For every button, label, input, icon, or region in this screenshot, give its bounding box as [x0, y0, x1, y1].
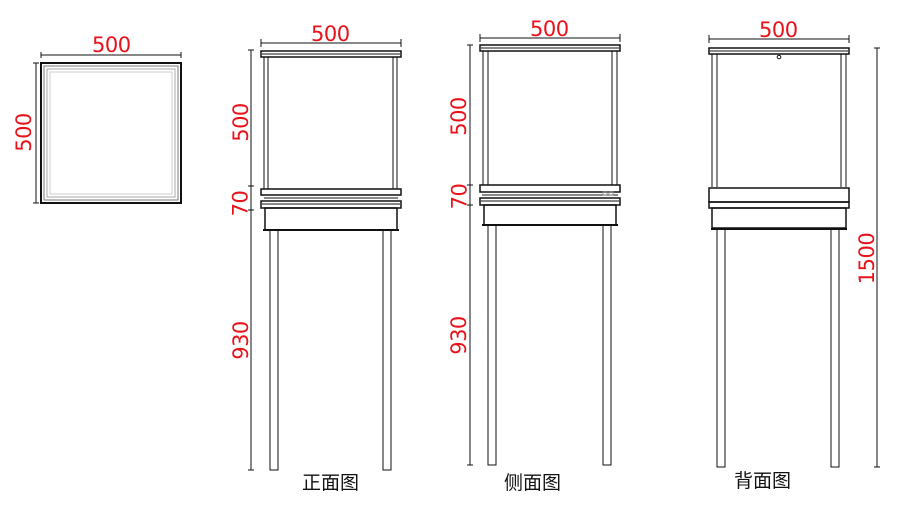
- front-view-drawing: [248, 39, 402, 471]
- side-view-caption: 侧面图: [504, 472, 562, 494]
- front-view-leg-height-dimension: 930: [228, 321, 253, 360]
- top-view-depth-dimension: 500: [11, 113, 36, 152]
- top-view-width-dimension: 500: [92, 33, 131, 57]
- lock-detail: [602, 191, 614, 196]
- back-view-width-dimension: 500: [759, 18, 798, 42]
- front-view-width-dimension: 500: [311, 22, 350, 46]
- back-view-total-height-dimension: 1500: [855, 232, 880, 285]
- side-view-width-dimension: 500: [530, 17, 569, 41]
- side-view-drawing: [467, 34, 621, 466]
- front-view-cabinet-height-dimension: 70: [228, 190, 253, 217]
- top-view-drawing: [33, 52, 182, 204]
- side-view-cabinet-height-dimension: 70: [447, 183, 472, 210]
- keyhole-icon: [776, 54, 782, 60]
- back-view-drawing: [708, 35, 880, 468]
- side-view-glass-height-dimension: 500: [446, 97, 471, 136]
- back-view-caption: 背面图: [734, 470, 792, 492]
- side-view-leg-height-dimension: 930: [446, 316, 471, 355]
- front-view-glass-height-dimension: 500: [228, 103, 253, 142]
- front-view-caption: 正面图: [302, 472, 360, 494]
